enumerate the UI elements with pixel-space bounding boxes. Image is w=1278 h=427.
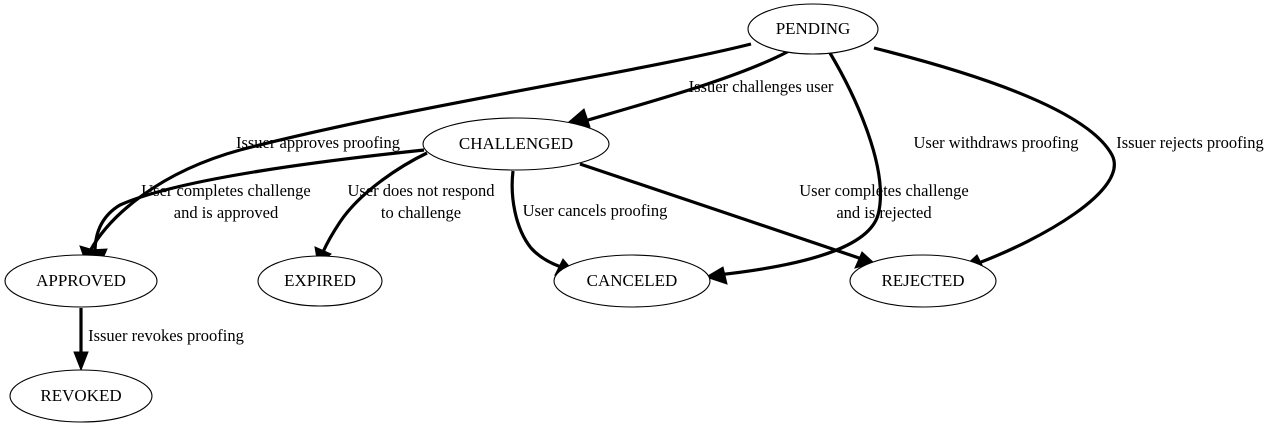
node-ellipse-approved[interactable] [4,254,158,308]
node-ellipse-revoked[interactable] [9,369,153,423]
edge-label-pending-canceled: User withdraws proofing [914,133,1079,152]
edge-label-approved-revoked: Issuer revokes proofing [88,326,244,345]
node-challenged[interactable]: CHALLENGED [422,117,610,171]
edge-path-challenged-rejected [579,162,863,261]
edge-label-pending-challenged: Issuer challenges user [689,77,834,96]
edge-path-pending-challenged [587,49,790,122]
edge-label-challenged-expired-line1: User does not respond [347,181,495,200]
arrowhead-pending-canceled [704,266,728,285]
node-label-approved: APPROVED [36,271,126,290]
edge-label-challenged-rejected-line2: and is rejected [836,203,932,222]
node-label-expired: EXPIRED [284,271,356,290]
edge-path-pending-approved [88,42,752,252]
edge-label-pending-rejected: Issuer rejects proofing [1116,133,1264,152]
edge-label-challenged-canceled: User cancels proofing [523,201,668,220]
edge-pending-to-rejected: Issuer rejects proofing [873,46,1264,272]
node-label-revoked: REVOKED [40,386,121,405]
node-canceled[interactable]: CANCELED [553,254,711,308]
edge-pending-to-challenged: Issuer challenges user [561,49,834,128]
edge-challenged-to-approved: User completes challenge and is approved [88,148,425,266]
node-revoked[interactable]: REVOKED [9,369,153,423]
node-ellipse-canceled[interactable] [553,254,711,308]
edge-label-challenged-approved-line2: and is approved [174,203,279,222]
edge-path-challenged-expired [321,151,428,253]
edge-path-challenged-approved [93,148,425,253]
node-ellipse-rejected[interactable] [849,254,997,308]
node-ellipse-pending[interactable] [747,3,879,55]
edge-label-challenged-rejected-line1: User completes challenge [799,181,969,200]
node-label-canceled: CANCELED [587,271,678,290]
node-label-challenged: CHALLENGED [459,134,573,153]
edge-path-pending-canceled [716,52,883,277]
node-ellipse-expired[interactable] [257,255,383,307]
node-ellipse-challenged[interactable] [422,117,610,171]
node-rejected[interactable]: REJECTED [849,254,997,308]
node-approved[interactable]: APPROVED [4,254,158,308]
edge-pending-to-approved: Issuer approves proofing [79,42,752,264]
edge-path-challenged-canceled [510,170,562,269]
edge-pending-to-canceled: User withdraws proofing [704,52,1079,285]
edge-label-pending-approved: Issuer approves proofing [236,133,400,152]
node-pending[interactable]: PENDING [747,3,879,55]
edge-label-challenged-expired-line2: to challenge [381,203,461,222]
arrowhead-approved-revoked [73,351,89,372]
edge-approved-to-revoked: Issuer revokes proofing [73,308,244,372]
node-label-pending: PENDING [776,19,851,38]
edge-path-pending-rejected [873,46,1116,266]
edge-label-challenged-approved-line1: User completes challenge [141,181,311,200]
node-label-rejected: REJECTED [881,271,964,290]
node-expired[interactable]: EXPIRED [257,255,383,307]
edge-challenged-to-expired: User does not respond to challenge [314,151,495,266]
